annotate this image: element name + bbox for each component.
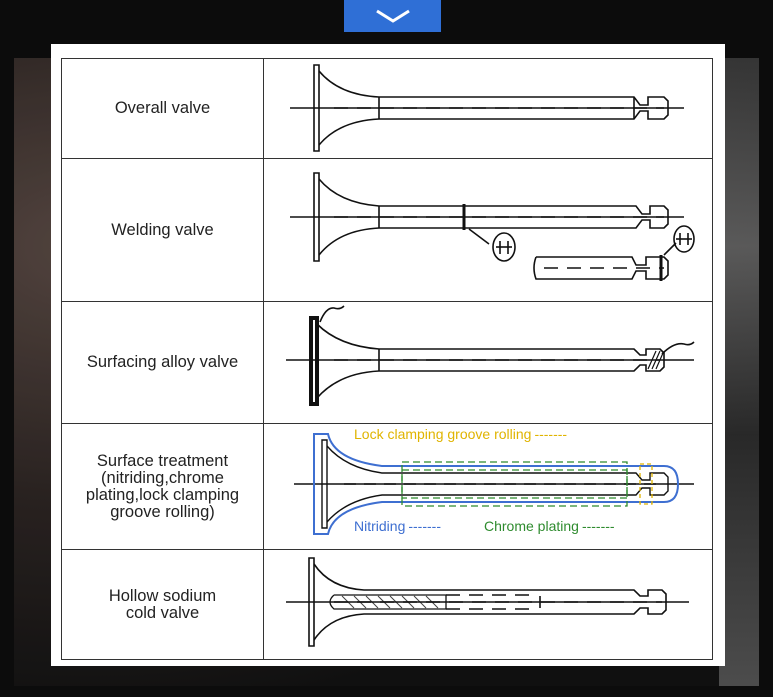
- table-row: Surface treatment (nitriding,chrome plat…: [61, 423, 713, 550]
- chrome-plating-label: Chrome plating-------: [484, 518, 615, 534]
- row-diagram: [263, 58, 713, 159]
- row-label: Welding valve: [61, 158, 264, 302]
- surfacing-valve-drawing: [286, 305, 695, 406]
- row-diagram: Lock clamping groove rolling------- Nitr…: [263, 423, 713, 550]
- row-label: Hollow sodium cold valve: [61, 549, 264, 660]
- table-row: Hollow sodium cold valve: [61, 549, 713, 660]
- row-diagram: [263, 549, 713, 660]
- row-diagram: [263, 301, 713, 424]
- welding-valve-drawing: [290, 172, 695, 281]
- table-row: Overall valve: [61, 58, 713, 159]
- background-machine-edge: [719, 58, 759, 686]
- hollow-sodium-drawing: [286, 557, 689, 647]
- surface-treatment-drawing: Lock clamping groove rolling------- Nitr…: [294, 426, 694, 535]
- row-label: Surface treatment (nitriding,chrome plat…: [61, 423, 264, 550]
- collapse-tab[interactable]: [344, 0, 441, 32]
- valve-table: Overall valve Welding valve: [61, 58, 713, 660]
- table-row: Surfacing alloy valve: [61, 301, 713, 424]
- row-label: Overall valve: [61, 58, 264, 159]
- row-label: Surfacing alloy valve: [61, 301, 264, 424]
- overall-valve-drawing: [290, 64, 684, 152]
- table-row: Welding valve: [61, 158, 713, 302]
- nitriding-label: Nitriding-------: [354, 518, 441, 534]
- lock-clamping-label: Lock clamping groove rolling-------: [354, 426, 567, 442]
- row-diagram: [263, 158, 713, 302]
- chevron-down-icon: [375, 9, 410, 23]
